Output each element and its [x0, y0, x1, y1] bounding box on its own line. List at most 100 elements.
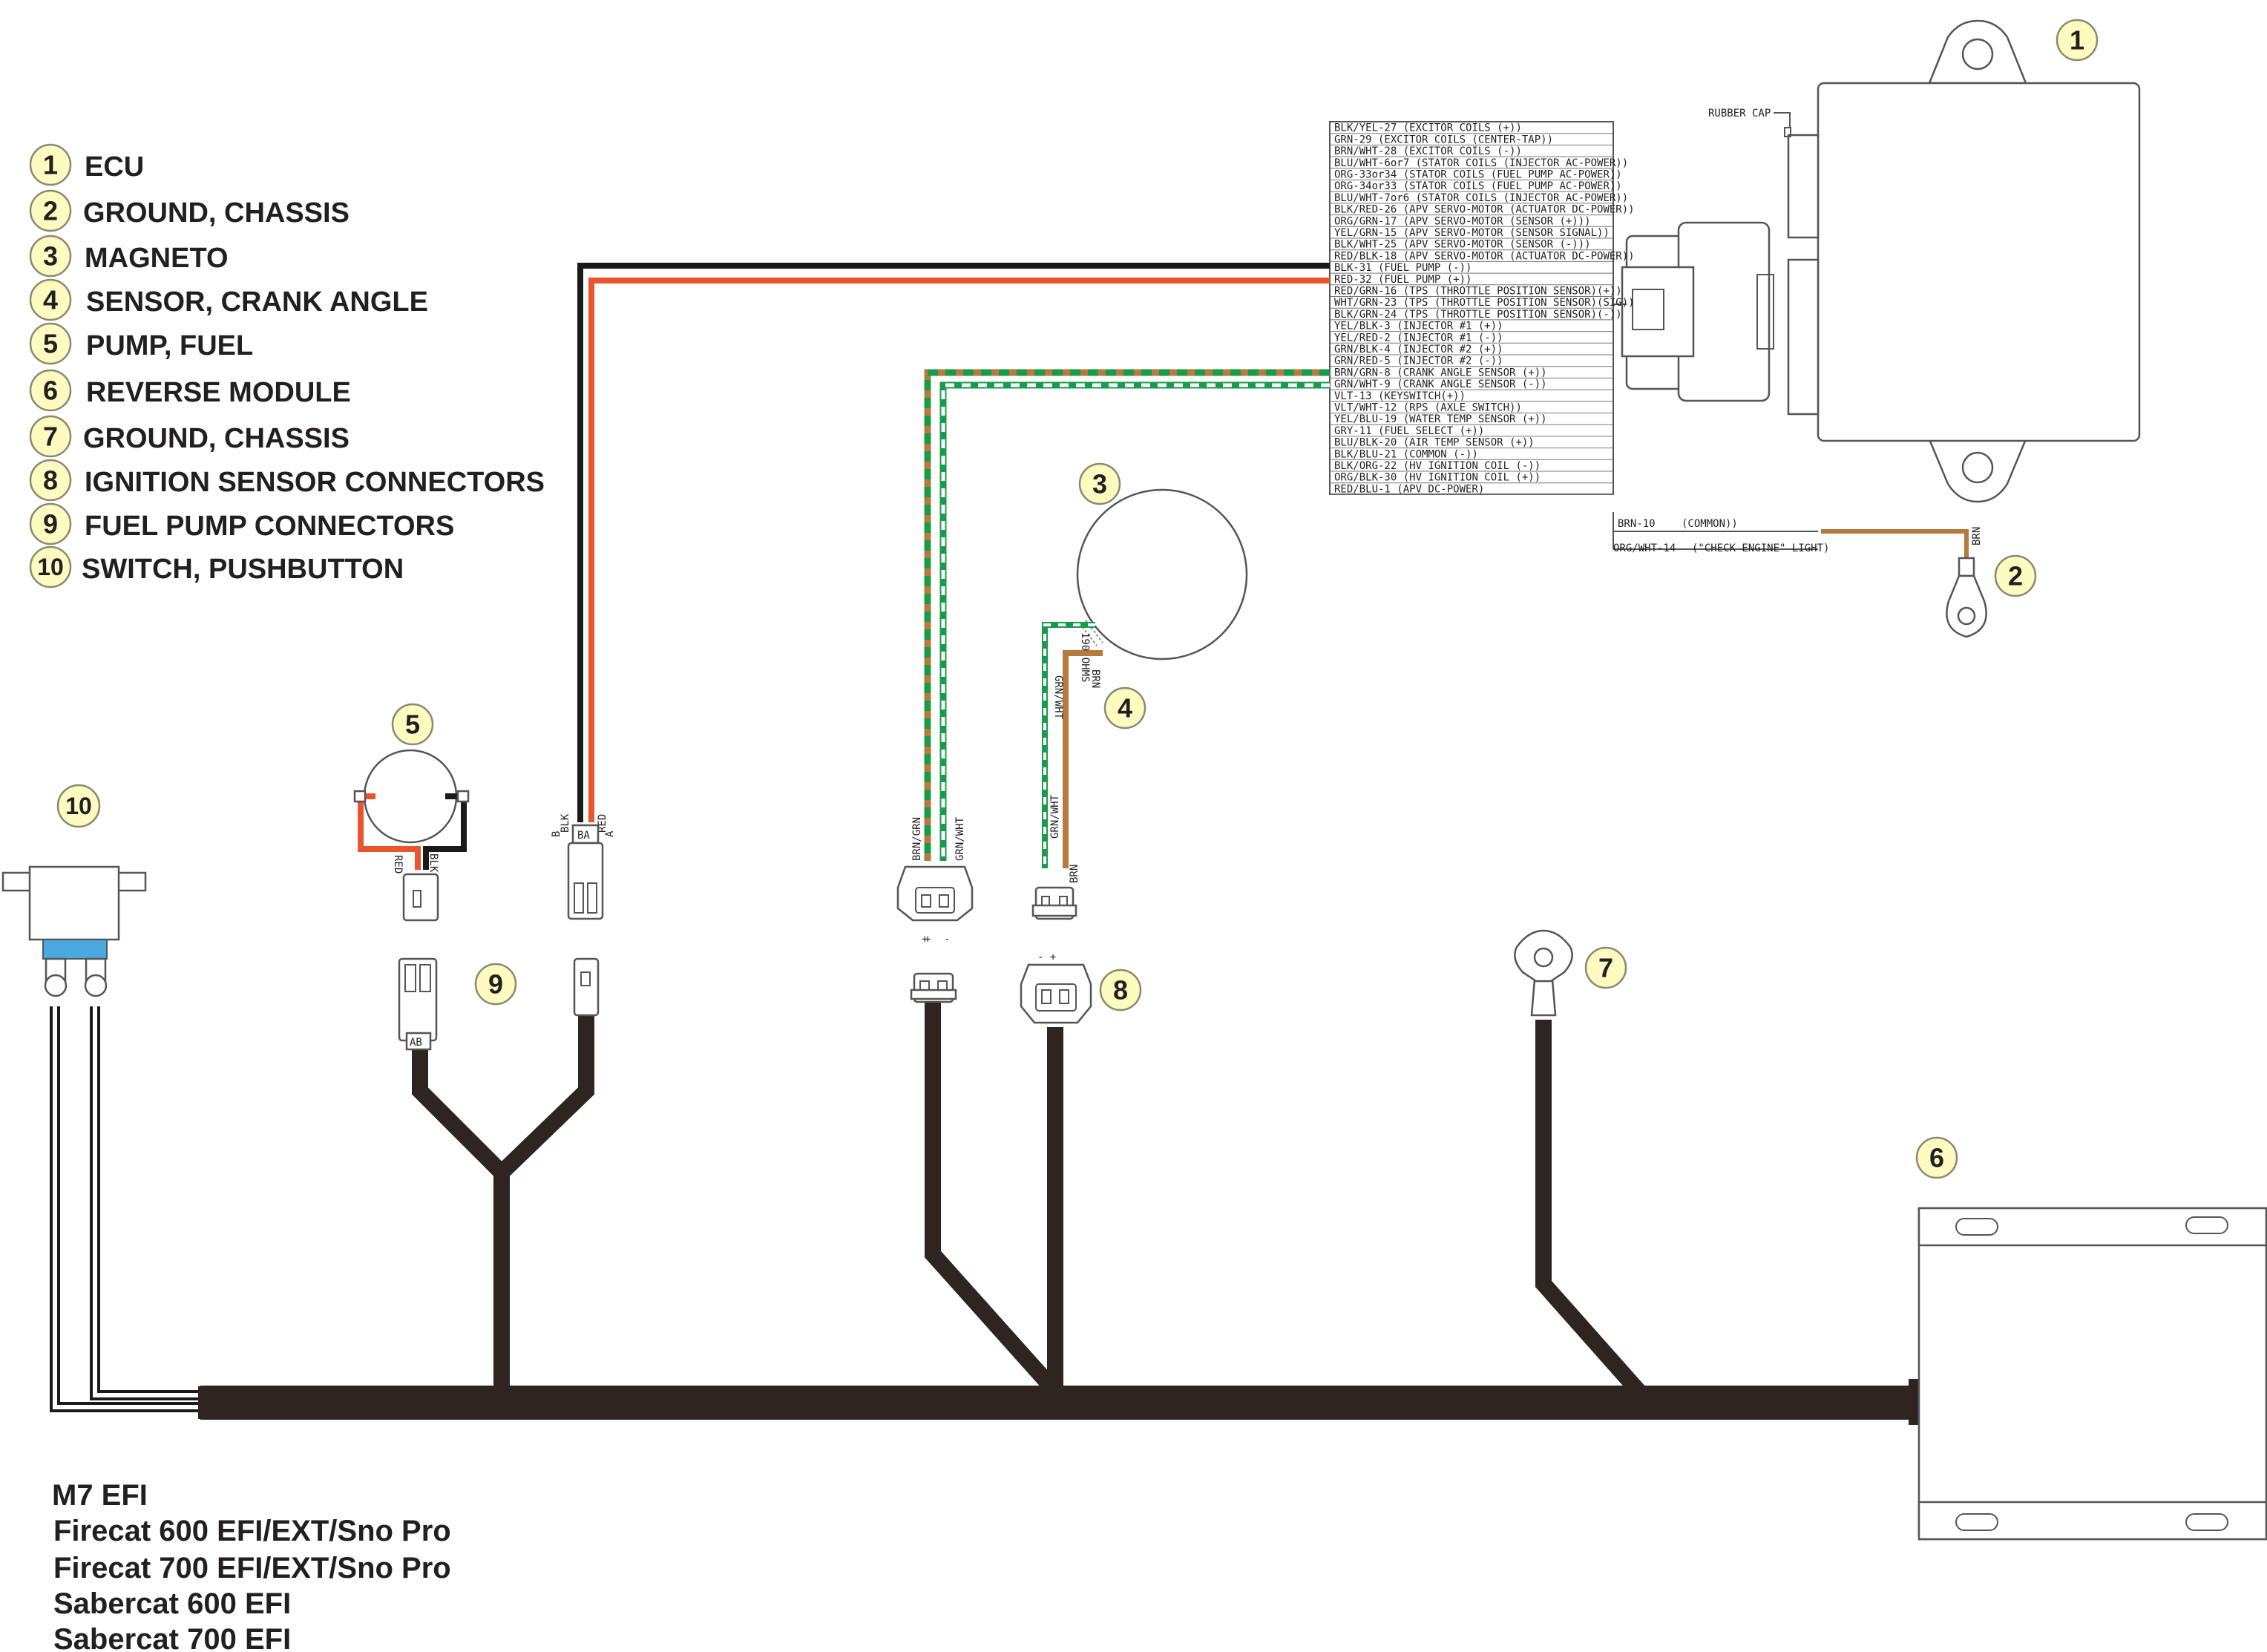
harness-fp-connector-b: [573, 957, 600, 1017]
sensor-connector-lock: [1031, 904, 1077, 917]
ecu-pin-desc: (INJECTOR #1 (-)): [1391, 332, 1503, 344]
legend-badge: [29, 502, 72, 545]
legend-label: GROUND, CHASSIS: [83, 197, 350, 229]
ecu-pin-wire: GRN-29: [1334, 134, 1372, 145]
reverse-module-body: [1917, 1207, 2267, 1541]
legend-badge: [29, 415, 72, 458]
legend-item-10: 10 SWITCH, PUSHBUTTON: [29, 545, 404, 589]
ecu-pin-row: BLK-31 (FUEL PUMP (-)): [1334, 262, 1472, 274]
legend-item-5: 5 PUMP, FUEL: [29, 322, 253, 365]
module-slot: [2185, 1513, 2228, 1531]
ecu-connector-side: [1756, 274, 1774, 350]
ecu-pin-row: YEL/GRN-15 (APV SERVO-MOTOR (SENSOR SIGN…: [1334, 227, 1610, 239]
switch-lead-outer-inner: [53, 1006, 200, 1409]
ignition-sensor-connectors: + - + 8: [910, 934, 1142, 1024]
lower-pin-desc: (COMMON)): [1682, 518, 1738, 530]
legend-item-8: 8 IGNITION SENSOR CONNECTORS: [29, 459, 545, 502]
ign-plus-label: +: [922, 934, 928, 945]
fuel-pump: RED BLK 5: [353, 703, 470, 922]
ecu-pin-row: BLK/GRN-24 (TPS (THROTTLE POSITION SENSO…: [1334, 309, 1622, 321]
ecu-pin-wire: GRN/WHT-9: [1334, 378, 1391, 390]
ground-badge-number: 2: [2008, 561, 2023, 591]
ecu-pin-desc: (APV SERVO-MOTOR (SENSOR (-))): [1397, 239, 1590, 251]
legend-number: 5: [43, 329, 58, 359]
magneto-badge: [1078, 462, 1121, 505]
ecu-pin-row: GRN/RED-5 (INJECTOR #2 (-)): [1334, 355, 1503, 367]
legend-number: 8: [43, 465, 58, 496]
ecu-pin-wire: BLK-31: [1334, 262, 1372, 274]
crank-angle-sensor: GRN/WHT 190 OHMS BRN 4 GRN/WHT BRN: [1031, 622, 1146, 920]
legend-item-4: 4 SENSOR, CRANK ANGLE: [29, 278, 428, 321]
legend-label: FUEL PUMP CONNECTORS: [85, 511, 454, 542]
rubber-cap-label: RUBBER CAP: [1708, 108, 1771, 119]
legend-number: 3: [43, 241, 58, 272]
sensor-grn-wht-stripe: [1043, 623, 1095, 868]
ecu-pin-desc: (EXCITOR COILS (-)): [1397, 145, 1522, 157]
switch-blue-band: [42, 939, 108, 960]
fp-connectors-badge: [474, 963, 517, 1006]
harness-fp-connector-pin: [404, 964, 416, 992]
ecu-pin-row: GRN-29 (EXCITOR COILS (CENTER-TAP)): [1334, 134, 1553, 145]
model-list: M7 EFI Firecat 600 EFI/EXT/Sno Pro Firec…: [52, 1479, 451, 1652]
ecu-pin-wire: BLU/BLK-20: [1334, 437, 1397, 449]
ecu-pin-wire: ORG-34or33: [1334, 180, 1397, 192]
ecu-pin-row: BLU/BLK-20 (AIR TEMP SENSOR (+)): [1334, 437, 1535, 449]
switch-terminal-ring: [84, 974, 108, 997]
plus-label: +: [925, 934, 931, 945]
sensor-badge: [1103, 686, 1146, 730]
harness-ign-connector-b-pin: [1059, 989, 1069, 1004]
ecu-badge: [2056, 19, 2099, 62]
ecu-pin-desc: (APV SERVO-MOTOR (SENSOR SIGNAL)): [1397, 227, 1610, 239]
ecu-pin-wire: WHT/GRN-23: [1334, 297, 1397, 309]
brn-grn-wire-stripe: [924, 369, 1330, 861]
ground-badge: [1994, 554, 2037, 597]
ecu-pin-row: VLT-13 (KEYSWITCH(+)): [1334, 390, 1466, 402]
ecu-pin-wire: GRN/BLK-4: [1334, 344, 1391, 355]
sensor-ohms-label: 190 OHMS: [1079, 632, 1091, 682]
ecu-pin-row: BLK/RED-26 (APV SERVO-MOTOR (ACTUATOR DC…: [1334, 204, 1635, 216]
ecu-pin-row: YEL/RED-2 (INJECTOR #1 (-)): [1334, 332, 1503, 344]
ecu-pin-wire: BRN/WHT-28: [1334, 145, 1397, 157]
fuel-pump-branch-b: [496, 1015, 594, 1179]
ecu-pin-row: RED/BLU-1 (APV DC-POWER): [1334, 483, 1484, 495]
legend-label: SWITCH, PUSHBUTTON: [82, 554, 404, 585]
ecu-fuel-pump-connector: BLK RED B A BA: [551, 813, 616, 920]
sensor-brn-label: BRN: [1089, 669, 1101, 688]
harness-module-stub: [1909, 1379, 1919, 1425]
module-slot: [1955, 1513, 1998, 1531]
harness-ign-connector-b-pin: [1041, 989, 1052, 1004]
legend-badge: [29, 189, 72, 232]
ecu-pin-desc: (HV IGNITION COIL (+)): [1397, 472, 1541, 484]
switch-body: [28, 865, 120, 941]
ecu-pin-desc: (KEYSWITCH(+)): [1372, 390, 1466, 402]
harness-fp-connector-label-box: [405, 1032, 432, 1051]
ecu-pin-wire: BLU/WHT-7or6: [1334, 192, 1409, 204]
ground-lug: [1946, 574, 1987, 638]
legend-number: 10: [37, 554, 64, 580]
ecu-pin-desc: (STATOR COILS (INJECTOR AC-POWER)): [1409, 157, 1628, 169]
ecu-pin-desc: (INJECTOR #1 (+)): [1391, 321, 1503, 332]
minus-label: -: [944, 934, 950, 945]
ecu-crank-connector: BRN/GRN GRN/WHT + -: [896, 816, 974, 945]
legend-item-2: 2 GROUND, CHASSIS: [29, 189, 350, 232]
ecu-lower-pins: BRN-10 (COMMON)) ORG/WHT-14 ("CHECK ENGI…: [1613, 512, 1829, 554]
ecu-pin-wire: BLK/RED-26: [1334, 204, 1397, 216]
ecu-pin-desc: (FUEL PUMP (-)): [1372, 262, 1472, 274]
harness-ign-connector-b-face: [1035, 983, 1077, 1012]
lower-pin-wire: ORG/WHT-14: [1613, 543, 1676, 554]
ecu-pin-desc: (APV SERVO-MOTOR (ACTUATOR DC-POWER)): [1397, 250, 1634, 262]
fp-connector-pin: [574, 882, 584, 914]
ecu-rubber-cap: [1787, 134, 1820, 239]
ecu-pin-wire: BLK/GRN-24: [1334, 309, 1397, 321]
fp-red-label: RED: [597, 814, 608, 833]
harness-fp-ab-label: AB: [410, 1037, 422, 1049]
model-line: Firecat 700 EFI/EXT/Sno Pro: [53, 1552, 451, 1584]
ecu-side-block: [1787, 258, 1820, 416]
rubber-cap-tab: [1784, 127, 1791, 137]
reverse-module-bottom-flange: [1917, 1501, 2267, 1541]
ecu-crank-connector-pin: [921, 894, 931, 908]
legend-badge: [29, 459, 72, 502]
legend-label: SENSOR, CRANK ANGLE: [86, 286, 428, 318]
ecu-pin-row: YEL/BLU-19 (WATER TEMP SENSOR (+)): [1334, 413, 1547, 425]
reverse-module-top-flange: [1917, 1207, 2267, 1247]
